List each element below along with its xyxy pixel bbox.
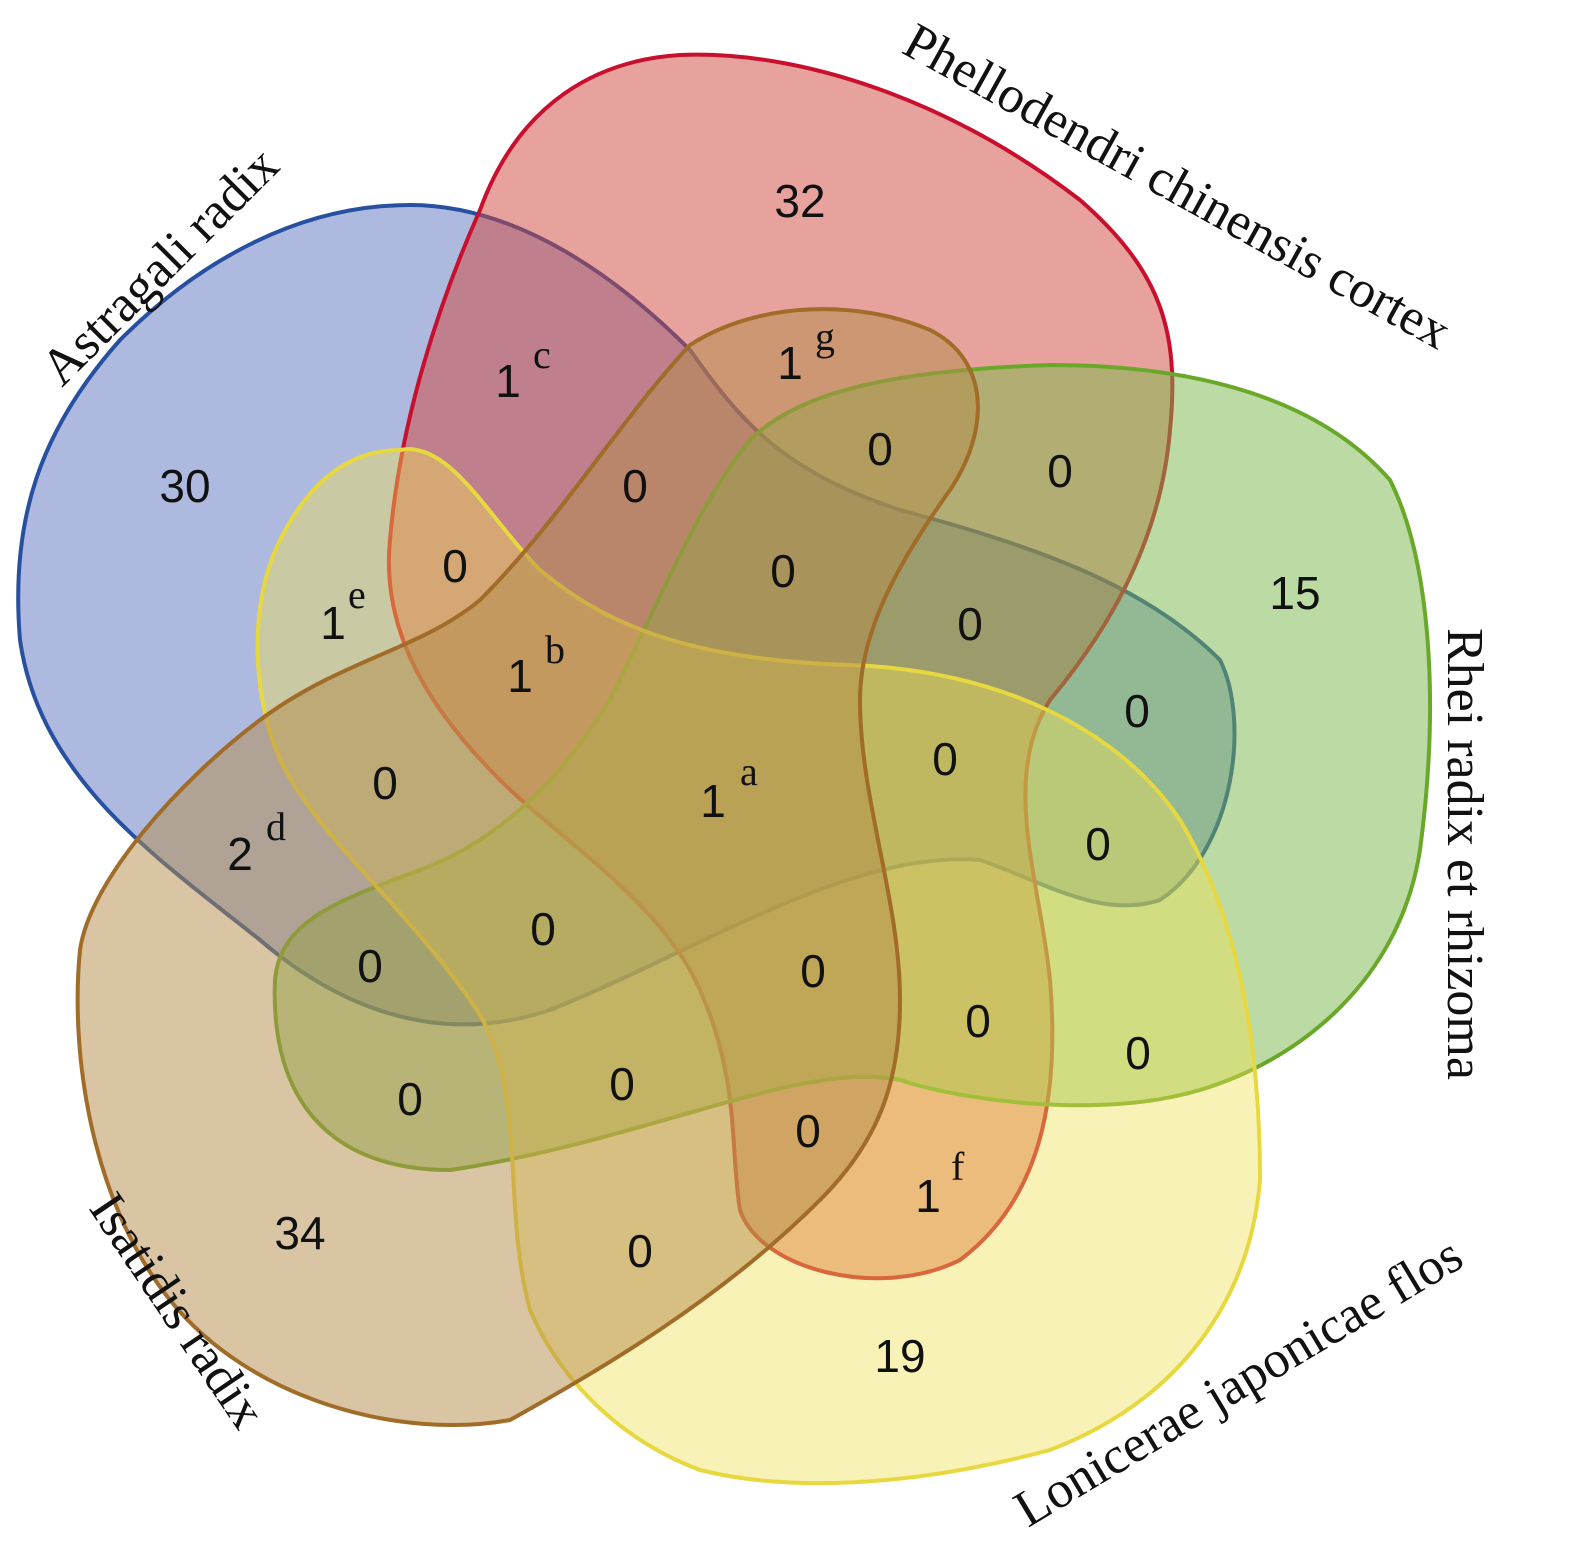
region-count: 1 (777, 337, 803, 389)
region-count: 1 (507, 650, 533, 702)
region-count: 0 (1125, 1027, 1151, 1079)
region-count: 30 (159, 460, 210, 512)
region-count: 1 (700, 775, 726, 827)
region-count: 0 (932, 733, 958, 785)
region-count: 0 (397, 1073, 423, 1125)
region-count: 0 (795, 1105, 821, 1157)
region-count: 0 (1047, 445, 1073, 497)
region-count: 0 (867, 423, 893, 475)
region-footnote: e (348, 572, 366, 617)
region-count: 0 (627, 1225, 653, 1277)
region-count: 1 (320, 597, 346, 649)
region-count: 34 (274, 1207, 325, 1259)
region-count: 0 (800, 945, 826, 997)
region-footnote: b (545, 627, 565, 672)
region-footnote: a (740, 749, 758, 794)
region-count: 1 (495, 355, 521, 407)
region-counts: 30 32 15 19 34 1 c 1 g 1 e 1 b 1 a 2 d 1… (159, 175, 1320, 1382)
region-footnote: d (266, 804, 286, 849)
region-count: 0 (357, 940, 383, 992)
region-count: 0 (372, 757, 398, 809)
region-count: 2 (227, 828, 253, 880)
region-footnote: c (533, 332, 551, 377)
region-count: 19 (874, 1330, 925, 1382)
region-count: 1 (915, 1170, 941, 1222)
region-count: 0 (622, 460, 648, 512)
region-count: 0 (1124, 685, 1150, 737)
region-count: 0 (442, 540, 468, 592)
region-count: 0 (957, 598, 983, 650)
region-count: 32 (774, 175, 825, 227)
region-count: 0 (770, 545, 796, 597)
set-isatidis-radix (75, 307, 980, 1427)
region-count: 0 (530, 903, 556, 955)
region-count: 0 (1085, 818, 1111, 870)
region-footnote: f (951, 1144, 965, 1189)
region-count: 0 (965, 995, 991, 1047)
region-count: 15 (1269, 567, 1320, 619)
region-count: 0 (609, 1058, 635, 1110)
region-footnote: g (815, 314, 835, 359)
label-rhei-radix-et-rhizoma: Rhei radix et rhizoma (1436, 628, 1493, 1080)
